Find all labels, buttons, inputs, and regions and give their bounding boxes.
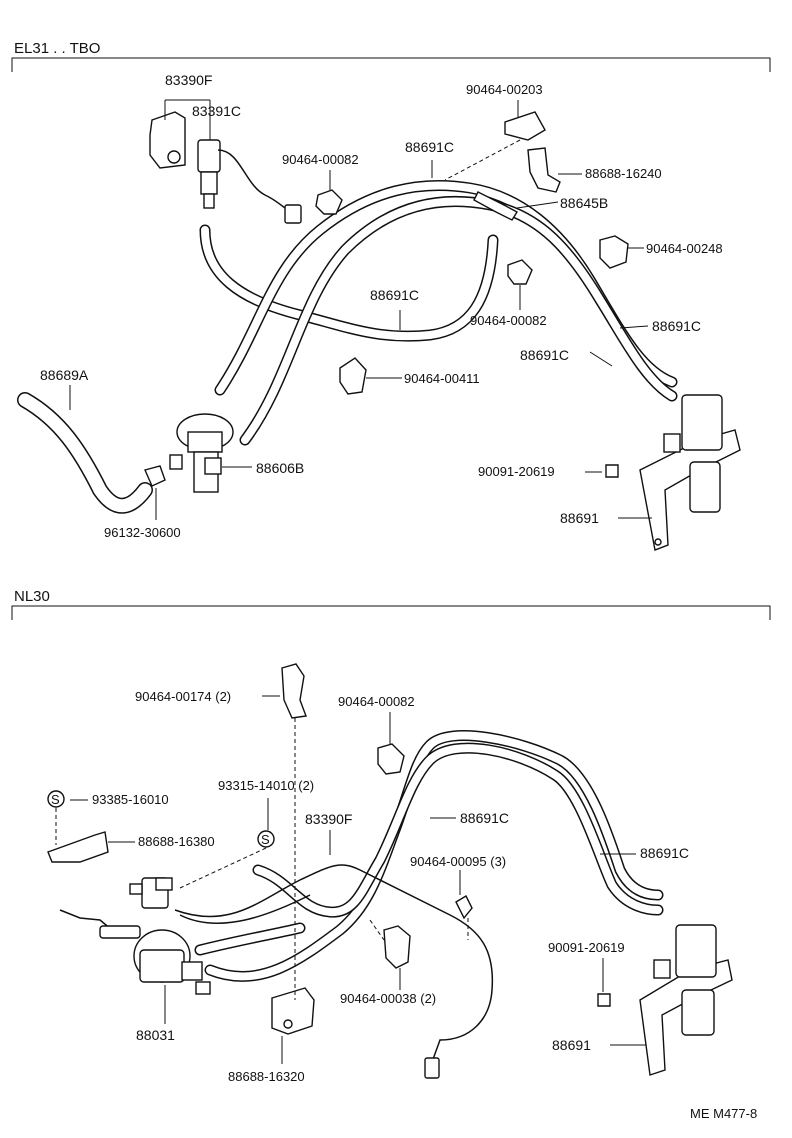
clip-90464-00411	[339, 357, 367, 395]
clip-90464-00095	[455, 895, 473, 920]
bolt-90091-20619-a	[605, 464, 619, 478]
clip-90464-00174	[281, 663, 307, 719]
label-90464-00095: 90464-00095 (3)	[410, 854, 506, 869]
clamp-96132-30600	[144, 465, 166, 487]
label-90091-20619-a: 90091-20619	[478, 464, 555, 479]
label-88688-16240: 88688-16240	[585, 166, 662, 181]
label-88691-a: 88691	[560, 510, 599, 526]
label-90464-00248: 90464-00248	[646, 241, 723, 256]
diagram-code: ME M477-8	[690, 1106, 757, 1121]
vsv-88691-a	[639, 394, 741, 551]
hose-group-bottom	[194, 730, 664, 982]
label-93315-14010: 93315-14010 (2)	[218, 778, 314, 793]
pressure-sensor	[197, 139, 302, 224]
section-title-nl30: NL30	[14, 588, 50, 605]
label-88031: 88031	[136, 1027, 175, 1043]
label-90091-20619-b: 90091-20619	[548, 940, 625, 955]
clip-90464-00248	[599, 235, 629, 269]
pressure-sensor-b	[129, 877, 173, 909]
label-93385-16010: 93385-16010	[92, 792, 169, 807]
label-90464-00411: 90464-00411	[404, 371, 480, 386]
bracket-88688-16240	[527, 147, 561, 193]
valve-88606B	[169, 413, 234, 493]
label-88691C-a: 88691C	[405, 139, 454, 155]
label-88688-16380: 88688-16380	[138, 834, 215, 849]
s-mark-2-text: S	[261, 832, 270, 847]
connector-88645B	[473, 191, 518, 221]
label-88689A: 88689A	[40, 367, 89, 383]
hose-group-top	[199, 179, 678, 446]
bolt-90091-20619-b	[597, 993, 611, 1007]
s-mark-1	[47, 790, 65, 808]
label-88691C-c: 88691C	[652, 318, 701, 334]
label-88691C-e: 88691C	[460, 810, 509, 826]
section-bracket-el31	[11, 57, 771, 72]
label-96132-30600: 96132-30600	[104, 525, 181, 540]
bracket-88688-16380	[47, 831, 109, 863]
label-90464-00038: 90464-00038 (2)	[340, 991, 436, 1006]
label-90464-00082-a: 90464-00082	[282, 152, 359, 167]
label-90464-00082-b: 90464-00082	[470, 313, 547, 328]
label-83391C: 83391C	[192, 103, 241, 119]
bracket-88688-16320	[271, 987, 315, 1035]
s-mark-2	[257, 830, 275, 848]
clip-90464-00082-b	[507, 259, 533, 285]
clip-90464-00082-a	[315, 189, 343, 215]
clip-90464-00203	[504, 111, 546, 141]
label-83390F-b: 83390F	[305, 811, 352, 827]
label-90464-00203: 90464-00203	[466, 82, 543, 97]
label-88691-b: 88691	[552, 1037, 591, 1053]
wire-harness	[174, 864, 494, 1063]
actuator-88031	[59, 909, 211, 995]
section-nl30: NL30 S S	[11, 588, 771, 1121]
label-88645B: 88645B	[560, 195, 608, 211]
label-90464-00082-c: 90464-00082	[338, 694, 415, 709]
section-bracket-nl30	[11, 605, 771, 620]
label-83390F: 83390F	[165, 72, 212, 88]
label-88688-16320: 88688-16320	[228, 1069, 305, 1084]
label-90464-00174: 90464-00174 (2)	[135, 689, 231, 704]
clip-90464-00082-c	[377, 743, 405, 775]
s-mark-1-text: S	[51, 792, 60, 807]
vsv-88691-b	[639, 924, 733, 1076]
label-88691C-b: 88691C	[370, 287, 419, 303]
section-title-el31: EL31 . . TBO	[14, 40, 100, 57]
label-88691C-f: 88691C	[640, 845, 689, 861]
label-88606B: 88606B	[256, 460, 304, 476]
section-el31: EL31 . . TBO	[11, 40, 771, 551]
connector-bottom	[424, 1057, 440, 1079]
label-88691C-d: 88691C	[520, 347, 569, 363]
clip-90464-00038	[383, 925, 411, 969]
